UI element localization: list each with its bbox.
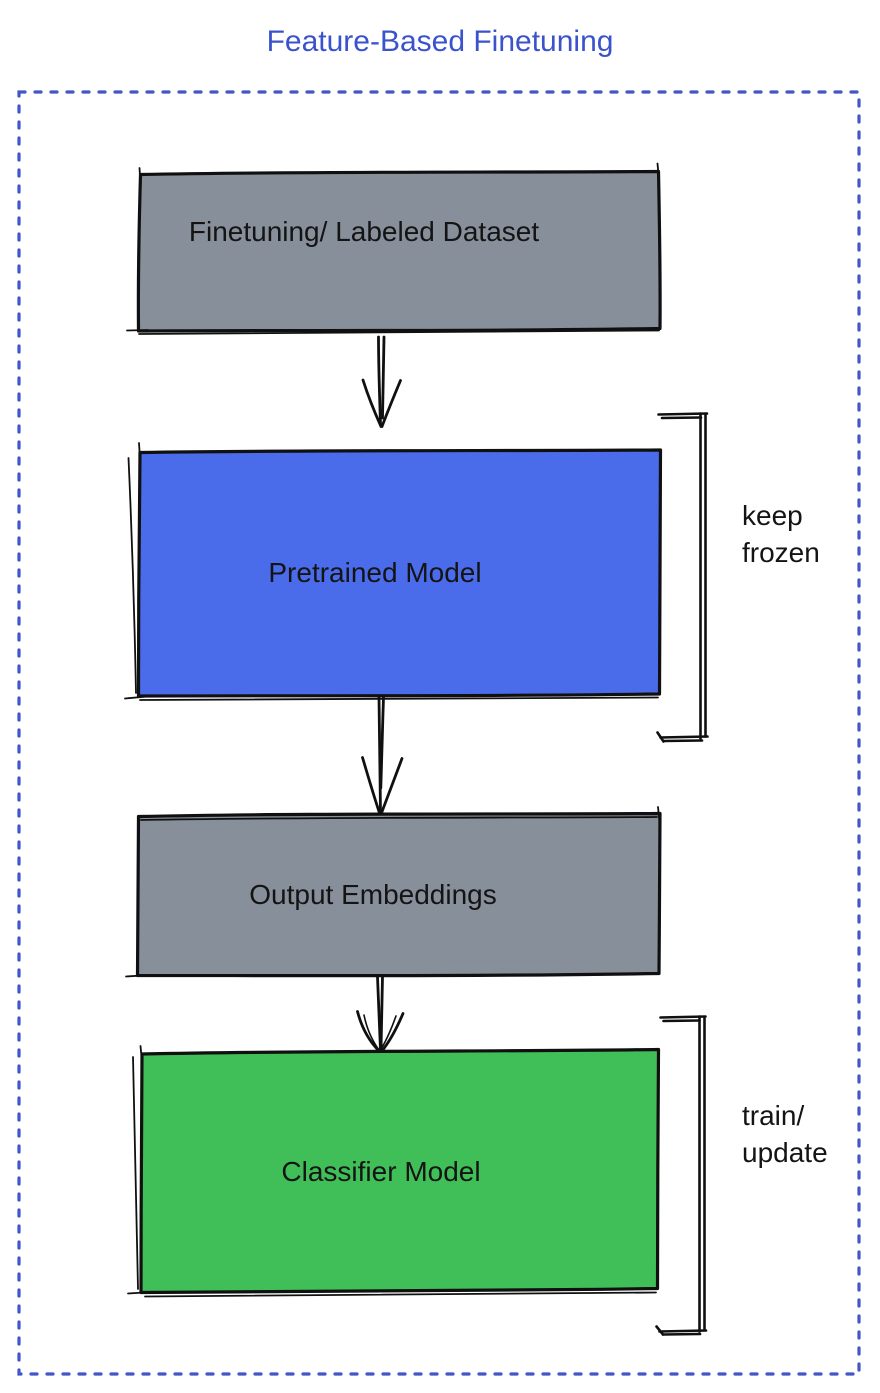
sketch-stroke (138, 167, 142, 185)
annotation-train-update: train/ update (742, 1100, 828, 1168)
arrow-shaft (377, 696, 382, 814)
box-outline (136, 169, 662, 333)
sketch-stroke (657, 806, 661, 823)
arrow-shaft (377, 335, 382, 426)
sketch-stroke (139, 696, 659, 701)
arrow-head (380, 1012, 405, 1053)
bracket-bottom-cap (661, 1332, 702, 1336)
sketch-stroke (138, 329, 660, 335)
bracket-bottom-cap (659, 735, 709, 739)
bracket-hook (655, 1325, 665, 1336)
box-outline (136, 448, 663, 698)
sketch-stroke (127, 457, 137, 694)
arrow-head (361, 378, 383, 428)
bracket-bottom-cap (662, 739, 704, 743)
sketch-stroke (127, 1291, 153, 1295)
sketch-stroke (124, 695, 148, 700)
arrow-head (379, 1015, 397, 1051)
bracket-top-cap (659, 1015, 707, 1019)
node-pretrained-shape (124, 442, 663, 701)
sketch-stroke (140, 816, 658, 821)
sketch-stroke (144, 1291, 657, 1298)
box-outline (139, 1047, 661, 1295)
arrow-shaft (381, 335, 386, 420)
arrow-pretrained-to-embeddings (361, 696, 404, 815)
bracket-train-update (655, 1015, 708, 1336)
bracket-top-cap (662, 1019, 701, 1023)
arrow-head (363, 1014, 380, 1051)
arrow-embeddings-to-classifier (356, 975, 405, 1053)
bracket-keep-frozen (656, 412, 709, 743)
sketch-stroke (132, 1056, 139, 1290)
arrow-head (361, 756, 381, 815)
arrow-head (356, 1010, 381, 1053)
node-embeddings-shape (125, 806, 662, 978)
dotted-frame-border (17, 90, 861, 1376)
diagram-title: Feature-Based Finetuning (266, 25, 614, 58)
sketch-stroke (125, 974, 151, 978)
box-outline (135, 811, 662, 978)
arrow-head (380, 757, 404, 815)
sketch-stroke (138, 442, 141, 460)
annotation-keep-frozen: keep frozen (742, 500, 820, 568)
arrow-shaft (379, 696, 385, 790)
bracket-bottom-cap (658, 1329, 708, 1333)
arrow-head (380, 379, 402, 428)
node-label-pretrained: Pretrained Model (268, 557, 482, 588)
node-label-classifier: Classifier Model (281, 1156, 481, 1187)
bracket-top-cap (660, 416, 703, 420)
sketch-stroke (656, 162, 660, 181)
bracket-hook (656, 731, 665, 743)
arrow-shaft (379, 975, 384, 1051)
sketch-stroke (139, 1045, 143, 1063)
node-label-dataset: Finetuning/ Labeled Dataset (188, 216, 540, 247)
node-label-embeddings: Output Embeddings (249, 879, 497, 910)
node-dataset-shape (126, 162, 662, 335)
sketch-stroke (126, 329, 149, 332)
bracket-top-cap (657, 412, 709, 416)
node-classifier-shape (127, 1045, 661, 1298)
arrow-dataset-to-pretrained (361, 335, 402, 428)
